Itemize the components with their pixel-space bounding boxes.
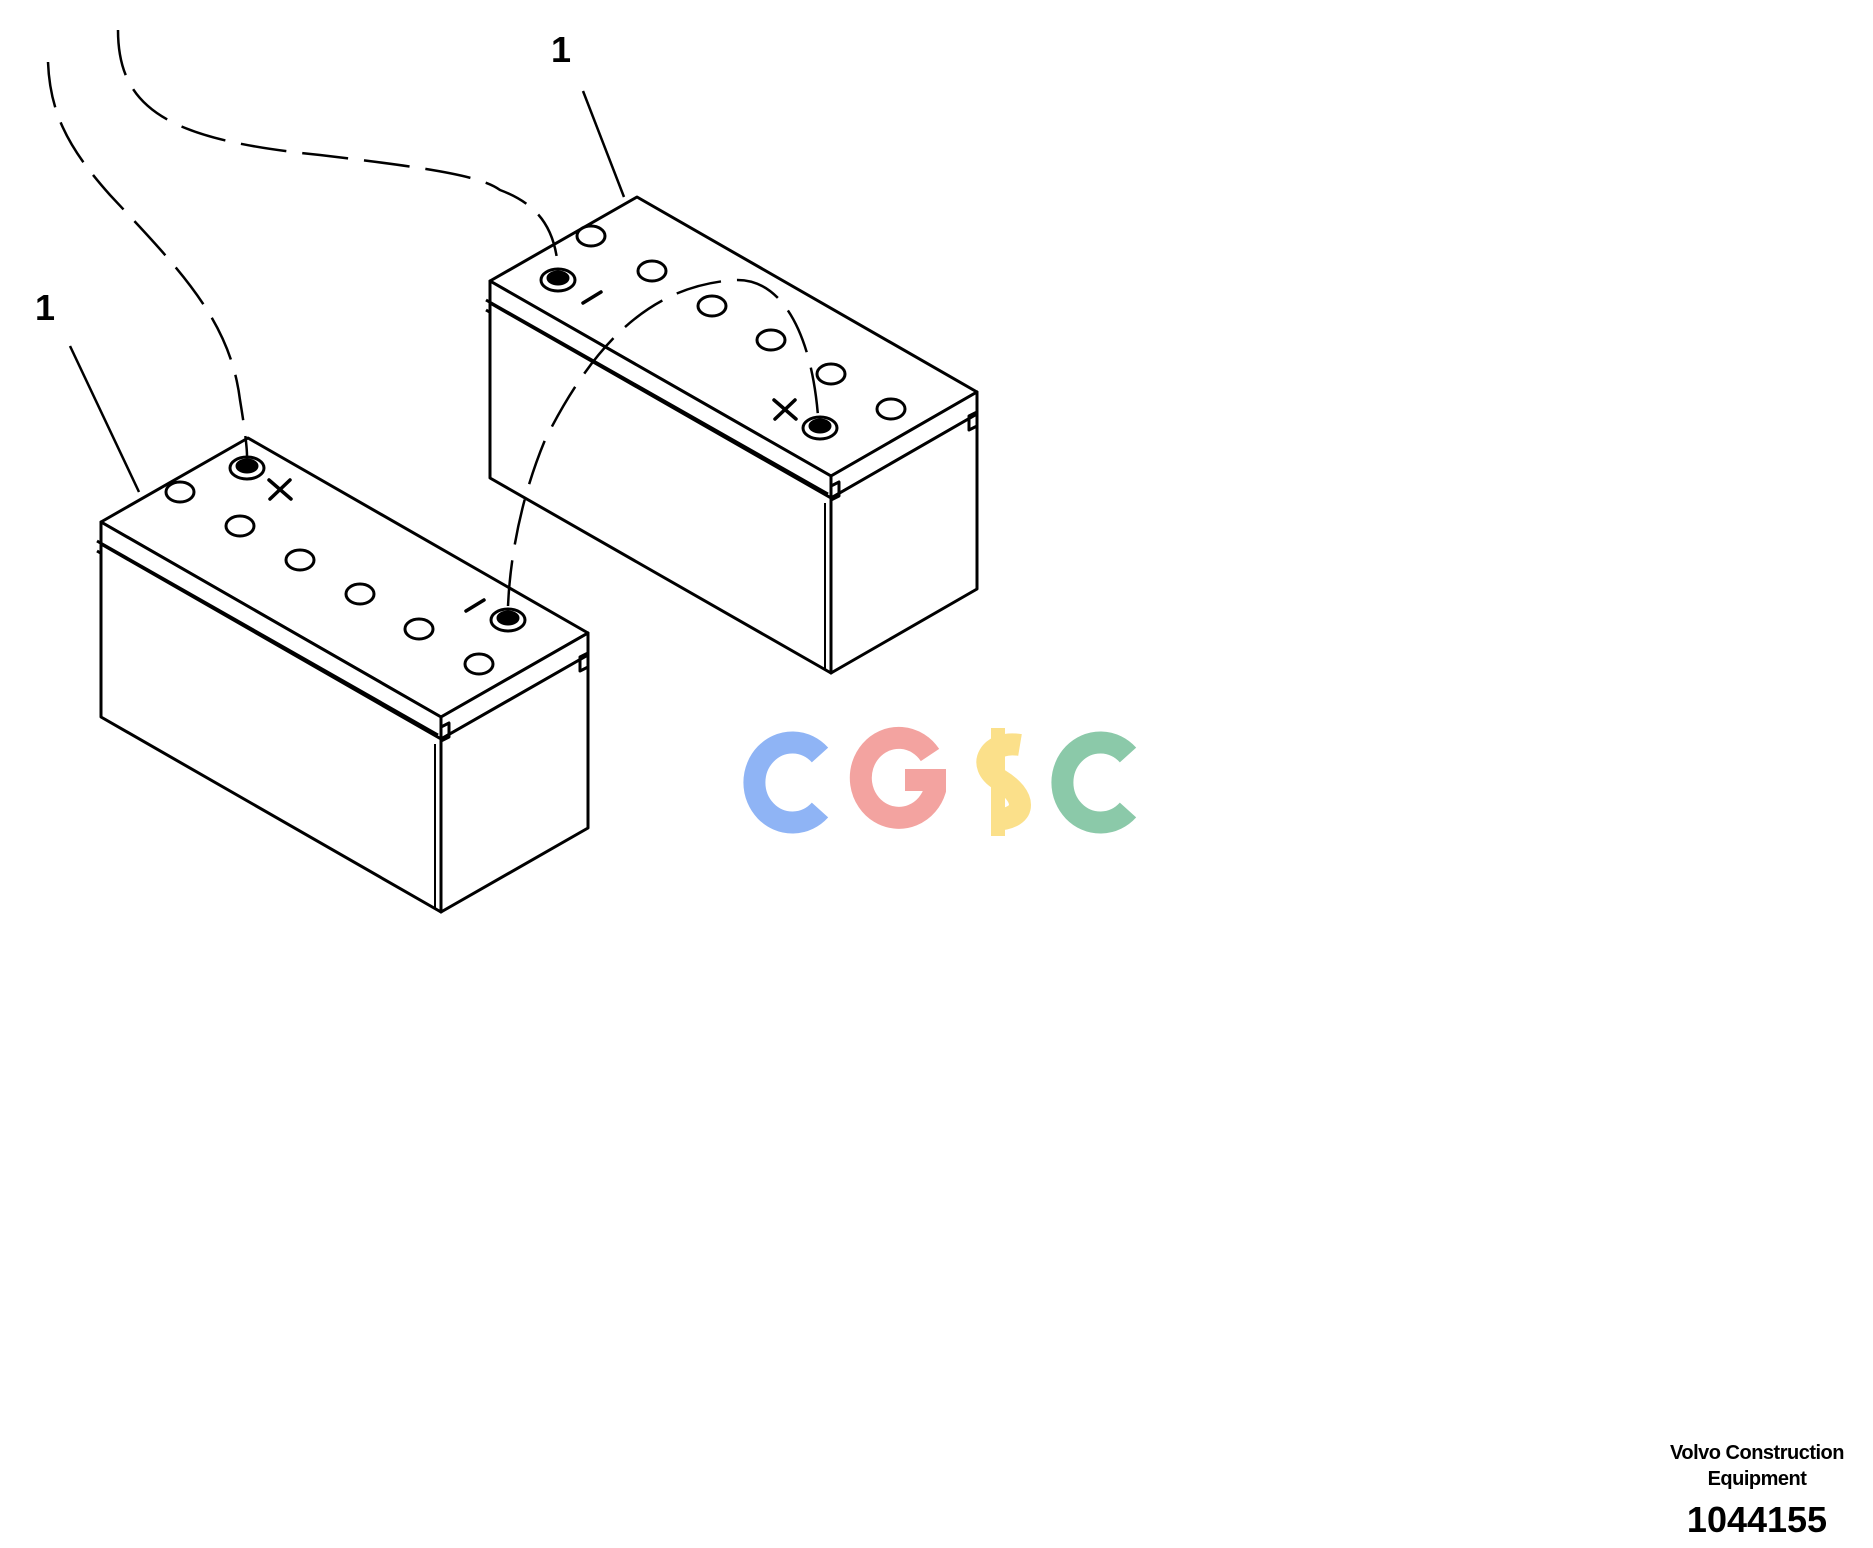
battery-top-cell-caps: [575, 224, 907, 421]
watermark-letter-c1: [743, 731, 829, 834]
drawing-footer: Volvo Construction Equipment 1044155: [1647, 1440, 1867, 1542]
callout-battery-top: 1: [551, 29, 571, 70]
polarity-symbols: [267, 290, 798, 613]
cable-battery-bottom-positive: [46, 61, 249, 457]
battery-bottom-terminals: [228, 455, 527, 633]
battery-top-terminals: [539, 267, 839, 441]
cables: [46, 29, 820, 607]
figure-number: 1044155: [1686, 1499, 1828, 1540]
battery-bottom-minus-symbol: [464, 598, 486, 613]
cable-battery-top-negative: [116, 29, 560, 269]
battery-top-minus-symbol: [581, 290, 603, 305]
leader-battery-top: [581, 90, 626, 198]
watermark-letter-g: [849, 726, 946, 829]
cgsc-watermark-logo: [743, 726, 1137, 836]
battery-bottom-plus-symbol: [267, 478, 293, 501]
company-name-line1: Volvo Construction: [1670, 1442, 1844, 1464]
battery-top: [485, 195, 979, 675]
watermark-letter-c2: [1051, 731, 1137, 834]
leader-battery-bottom: [68, 345, 141, 493]
battery-bottom: [96, 436, 590, 914]
battery-top-plus-symbol: [772, 398, 798, 421]
cable-inter-battery-link: [506, 278, 820, 607]
callout-battery-bottom: 1: [35, 287, 55, 328]
callout-leaders: [68, 90, 626, 493]
company-name-line2: Equipment: [1707, 1468, 1807, 1490]
battery-bottom-cell-caps: [164, 480, 495, 676]
